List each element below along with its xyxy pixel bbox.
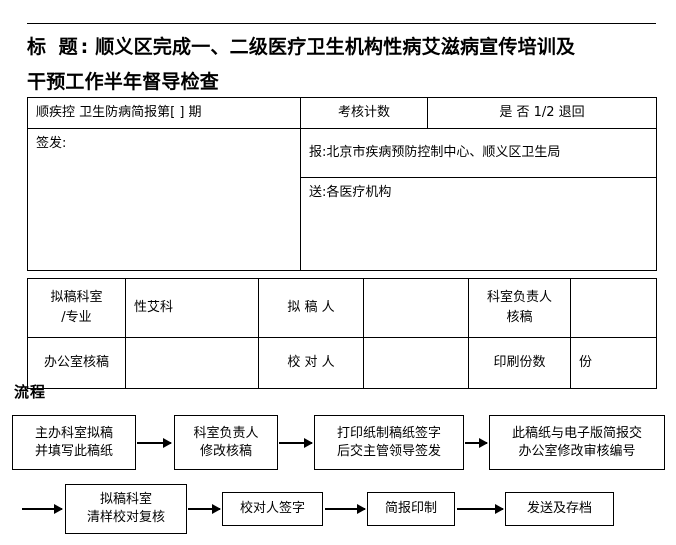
cell-report-to: 报:北京市疾病预防控制中心、顺义区卫生局	[300, 128, 657, 178]
table-row: 拟稿科室 /专业 性艾科 拟 稿 人 科室负责人 核稿	[27, 278, 657, 338]
flow-step-6-label: 校对人签字	[239, 501, 305, 516]
cell-proofreader-value[interactable]	[363, 337, 469, 389]
flow-step-4-label: 此稿纸与电子版简报交 办公室修改审核编号	[511, 425, 642, 459]
flow-arrow-4-5	[22, 504, 63, 514]
cell-dept-head-value[interactable]	[570, 278, 657, 338]
cell-dept-value[interactable]: 性艾科	[125, 278, 259, 338]
flow-step-3-label: 打印纸制稿纸签字 后交主管领导签发	[336, 425, 441, 459]
flow-step-7: 简报印制	[367, 492, 455, 526]
cell-issued-by: 签发:	[27, 128, 301, 271]
flow-step-5: 拟稿科室 清样校对复核	[65, 484, 187, 534]
flow-step-1: 主办科室拟稿 并填写此稿纸	[12, 415, 136, 470]
cell-assessment-options: 是 否 1/2 退回	[427, 97, 657, 129]
cell-office-review-value[interactable]	[125, 337, 259, 389]
flow-step-2: 科室负责人 修改核稿	[174, 415, 278, 470]
table-row: 顺疾控 卫生防病简报第[ ] 期 考核计数 是 否 1/2 退回	[27, 97, 657, 129]
title-text-line-2: 干预工作半年督导检查	[27, 71, 220, 93]
flow-step-7-label: 简报印制	[384, 501, 437, 516]
cell-assessment-label: 考核计数	[300, 97, 428, 129]
flow-arrow-3-4	[465, 438, 488, 448]
issued-by-label: 签发:	[36, 136, 67, 151]
cell-print-count-value[interactable]: 份	[570, 337, 657, 389]
cell-dept-label: 拟稿科室 /专业	[27, 278, 126, 338]
cell-send-to: 送:各医疗机构	[300, 177, 657, 271]
bulletin-header-table: 顺疾控 卫生防病简报第[ ] 期 考核计数 是 否 1/2 退回 签发: 报:北…	[27, 97, 657, 271]
title-line-1: 标 题:顺义区完成一、二级医疗卫生机构性病艾滋病宣传培训及	[27, 30, 656, 65]
flow-step-8-label: 发送及存档	[526, 501, 592, 516]
drafting-info-table: 拟稿科室 /专业 性艾科 拟 稿 人 科室负责人 核稿 办公室核稿 校 对 人 …	[27, 278, 657, 389]
title-line-2: 干预工作半年督导检查	[27, 65, 656, 100]
cell-bulletin-number: 顺疾控 卫生防病简报第[ ] 期	[27, 97, 301, 129]
cell-drafter-value[interactable]	[363, 278, 469, 338]
flow-arrow-7-8	[457, 504, 504, 514]
flow-arrow-6-7	[325, 504, 366, 514]
flow-step-8: 发送及存档	[505, 492, 614, 526]
title-label: 标 题:	[27, 36, 92, 58]
table-row: 送:各医疗机构	[28, 177, 657, 271]
cell-drafter-label: 拟 稿 人	[258, 278, 364, 338]
flow-step-5-label: 拟稿科室 清样校对复核	[86, 492, 165, 525]
table-row: 办公室核稿 校 对 人 印刷份数 份	[27, 337, 657, 389]
document-title-block: 标 题:顺义区完成一、二级医疗卫生机构性病艾滋病宣传培训及 干预工作半年督导检查	[27, 23, 656, 100]
flow-step-4: 此稿纸与电子版简报交 办公室修改审核编号	[489, 415, 665, 470]
flow-step-6: 校对人签字	[222, 492, 323, 526]
flow-section-heading: 流程	[14, 383, 47, 401]
flow-arrow-1-2	[137, 438, 172, 448]
cell-office-review-label: 办公室核稿	[27, 337, 126, 389]
flow-step-1-label: 主办科室拟稿 并填写此稿纸	[34, 425, 113, 459]
table-row: 签发: 报:北京市疾病预防控制中心、顺义区卫生局	[27, 128, 657, 271]
flow-step-3: 打印纸制稿纸签字 后交主管领导签发	[314, 415, 464, 470]
flow-step-2-label: 科室负责人 修改核稿	[193, 425, 259, 459]
flow-arrow-2-3	[279, 438, 313, 448]
cell-print-count-label: 印刷份数	[468, 337, 571, 389]
cell-dept-head-label: 科室负责人 核稿	[468, 278, 571, 338]
title-text-line-1: 顺义区完成一、二级医疗卫生机构性病艾滋病宣传培训及	[95, 36, 576, 58]
flow-arrow-5-6	[188, 504, 221, 514]
cell-proofreader-label: 校 对 人	[258, 337, 364, 389]
